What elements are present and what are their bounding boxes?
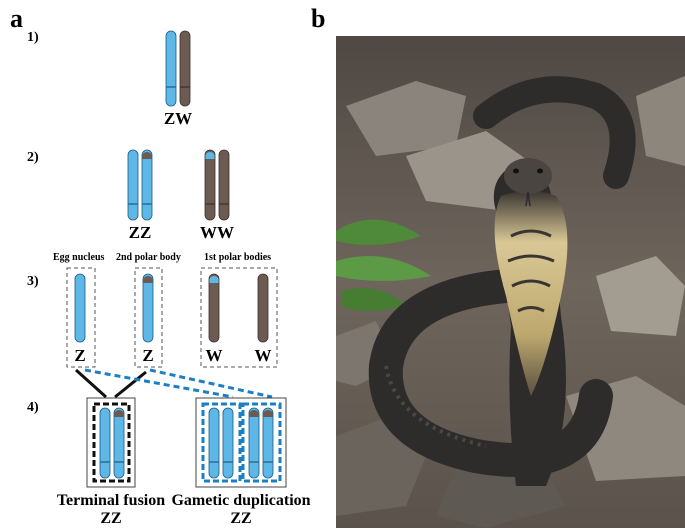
leaves [336, 219, 431, 311]
gametic-duplication-box [195, 397, 287, 488]
step2-zz-pair [127, 149, 153, 221]
w-chromosome [218, 149, 230, 221]
egg-z-label: Z [74, 346, 86, 365]
terminal-fusion-dashed [92, 402, 131, 483]
terminal-fusion-z2 [113, 407, 125, 479]
egg-z-chromosome [74, 273, 86, 343]
first-polar-w-chromosome [257, 273, 269, 343]
fusion-line-polar [114, 370, 147, 399]
snake-head [504, 158, 552, 207]
step2-ww-pair [204, 149, 230, 221]
first-polar-bodies-label: 1st polar bodies [204, 252, 272, 263]
terminal-fusion-caption: Terminal fusion ZZ [45, 492, 177, 528]
gametic-duplication-caption: Gametic duplication ZZ [166, 492, 316, 528]
step1-zw-label: ZW [163, 109, 193, 128]
fusion-line-egg [74, 368, 108, 399]
gametic-duplication-genotype: ZZ [230, 509, 252, 527]
step2-zz-label: ZZ [128, 223, 152, 242]
step-1-label: 1) [27, 30, 39, 45]
step-4-label: 4) [27, 400, 39, 415]
duplication-line-2 [149, 368, 273, 399]
egg-nucleus-box [66, 267, 96, 368]
first-polar-bodies-box [200, 267, 278, 368]
first-polar-w-chromosome-recombinant [208, 273, 220, 343]
polar-z-label: Z [142, 346, 154, 365]
second-polar-body-label: 2nd polar body [116, 252, 181, 263]
polar-w-label-2: W [254, 346, 272, 365]
gametic-z3 [248, 407, 260, 479]
gametic-z1 [208, 407, 220, 479]
egg-nucleus-label: Egg nucleus [53, 252, 105, 263]
snake-body [368, 76, 636, 477]
terminal-fusion-box [86, 397, 136, 488]
z-chromosome [165, 30, 177, 107]
step2-ww-label: WW [200, 223, 234, 242]
duplication-line-1 [84, 368, 234, 399]
terminal-fusion-title: Terminal fusion [56, 492, 166, 509]
snake-hood [493, 161, 568, 486]
chromosome-diagram [66, 30, 287, 488]
panel-b-label: b [311, 4, 326, 33]
polar-w-label-1: W [205, 346, 223, 365]
step-2-label: 2) [27, 150, 39, 165]
panel-a-label: a [10, 4, 23, 33]
step1-chromosome-pair [165, 30, 191, 107]
gametic-z2 [222, 407, 234, 479]
gametic-duplication-title: Gametic duplication [171, 492, 311, 509]
step-3-label: 3) [27, 274, 39, 289]
gametic-duplication-dashed-right [241, 402, 282, 483]
terminal-fusion-genotype: ZZ [100, 509, 122, 527]
king-cobra-photo [336, 36, 685, 528]
gametic-z4 [262, 407, 274, 479]
w-chromosome-recombinant [204, 149, 216, 221]
terminal-fusion-z1 [99, 407, 111, 479]
w-chromosome [179, 30, 191, 107]
gametic-duplication-dashed-left [201, 402, 242, 483]
z-chromosome [127, 149, 139, 221]
second-polar-z-chromosome [142, 273, 154, 343]
z-chromosome-recombinant [141, 149, 153, 221]
